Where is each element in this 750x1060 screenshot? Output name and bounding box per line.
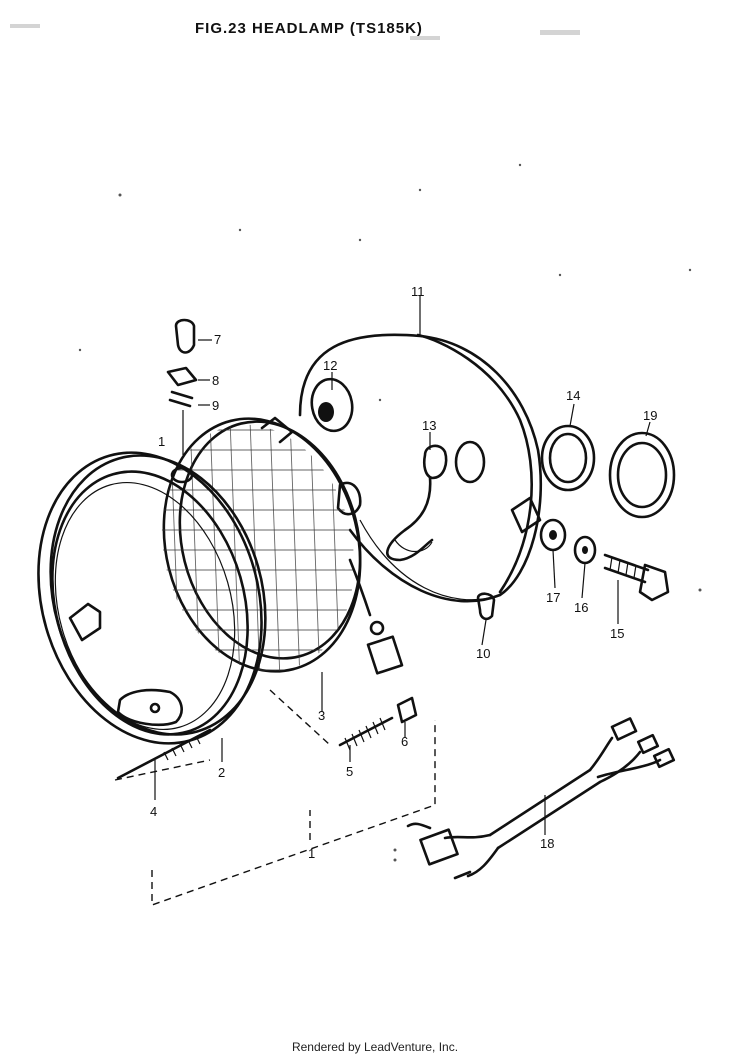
callout-14: 14 — [566, 388, 580, 403]
headlamp-housing — [298, 333, 542, 603]
callout-7: 7 — [214, 332, 221, 347]
callout-10: 10 — [476, 646, 490, 661]
leader-lines — [154, 296, 651, 835]
adjust-screw-parts — [166, 318, 198, 455]
scan-noise — [10, 24, 702, 862]
callout-17: 17 — [546, 590, 560, 605]
callout-5: 5 — [346, 764, 353, 779]
bolt-and-washers — [539, 518, 670, 602]
callout-16: 16 — [574, 600, 588, 615]
callout-4: 4 — [150, 804, 157, 819]
adjusting-screw-assembly — [116, 696, 418, 780]
footer-credit: Rendered by LeadVenture, Inc. — [291, 1040, 459, 1054]
page-title: FIG.23 HEADLAMP (TS185K) — [195, 20, 423, 37]
callout-18: 18 — [540, 836, 554, 851]
assembly-bracket — [114, 689, 436, 906]
callout-1-assembly: 1 — [308, 846, 315, 861]
callout-labels: 1 1 2 3 4 5 6 7 8 9 10 11 12 13 14 15 16… — [150, 284, 657, 861]
wiring-harness — [406, 717, 676, 880]
callout-13: 13 — [422, 418, 436, 433]
callout-12: 12 — [323, 358, 337, 373]
callout-15: 15 — [610, 626, 624, 641]
callout-9: 9 — [212, 398, 219, 413]
callout-19: 19 — [643, 408, 657, 423]
rings — [540, 424, 676, 519]
housing-screw — [476, 592, 496, 621]
headlamp-rim — [37, 451, 267, 745]
callout-11: 11 — [411, 284, 425, 299]
callout-6: 6 — [401, 734, 408, 749]
callout-1-top: 1 — [158, 434, 165, 449]
callout-3: 3 — [318, 708, 325, 723]
callout-8: 8 — [212, 373, 219, 388]
callout-2: 2 — [218, 765, 225, 780]
